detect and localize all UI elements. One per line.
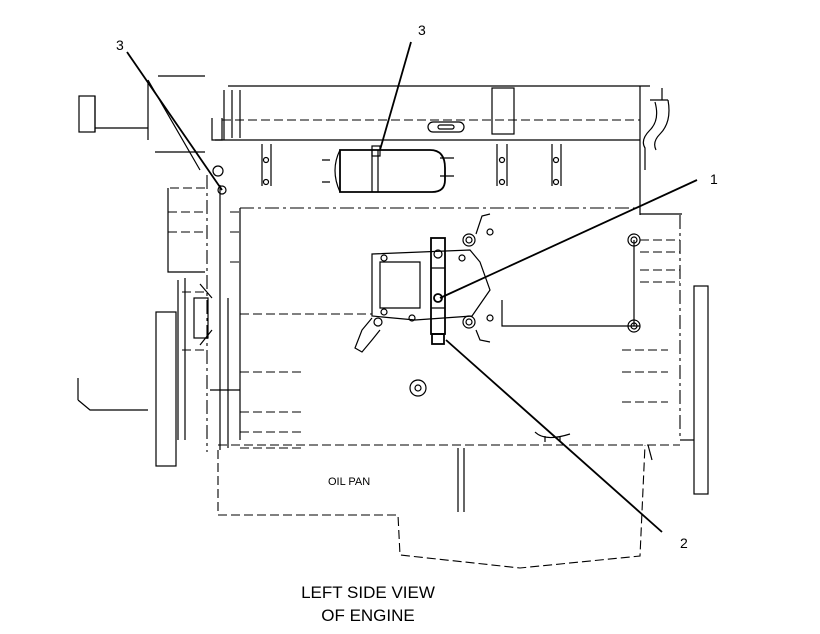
oil-pan-label: OIL PAN <box>328 476 370 488</box>
front-cover <box>206 165 305 452</box>
oil-pan: OIL PAN <box>217 444 653 569</box>
callout-2: 2 <box>680 535 688 551</box>
caption-line-2: OF ENGINE <box>321 606 415 625</box>
oil-cooler-tube <box>430 237 446 345</box>
callout-3-left: 3 <box>116 37 124 53</box>
callout-1: 1 <box>710 171 718 187</box>
flywheel-housing <box>680 285 709 495</box>
cylinder-block <box>218 207 682 446</box>
manifold-studs <box>261 144 562 186</box>
fan-assembly <box>77 75 213 467</box>
callout-3-top: 3 <box>418 22 426 38</box>
water-outlet-housing <box>322 145 454 193</box>
caption-line-1: LEFT SIDE VIEW <box>301 583 435 602</box>
mounting-bosses <box>462 213 641 343</box>
valve-cover <box>211 85 670 215</box>
leader-lines <box>126 41 698 533</box>
oil-filter-adapter <box>354 249 491 353</box>
